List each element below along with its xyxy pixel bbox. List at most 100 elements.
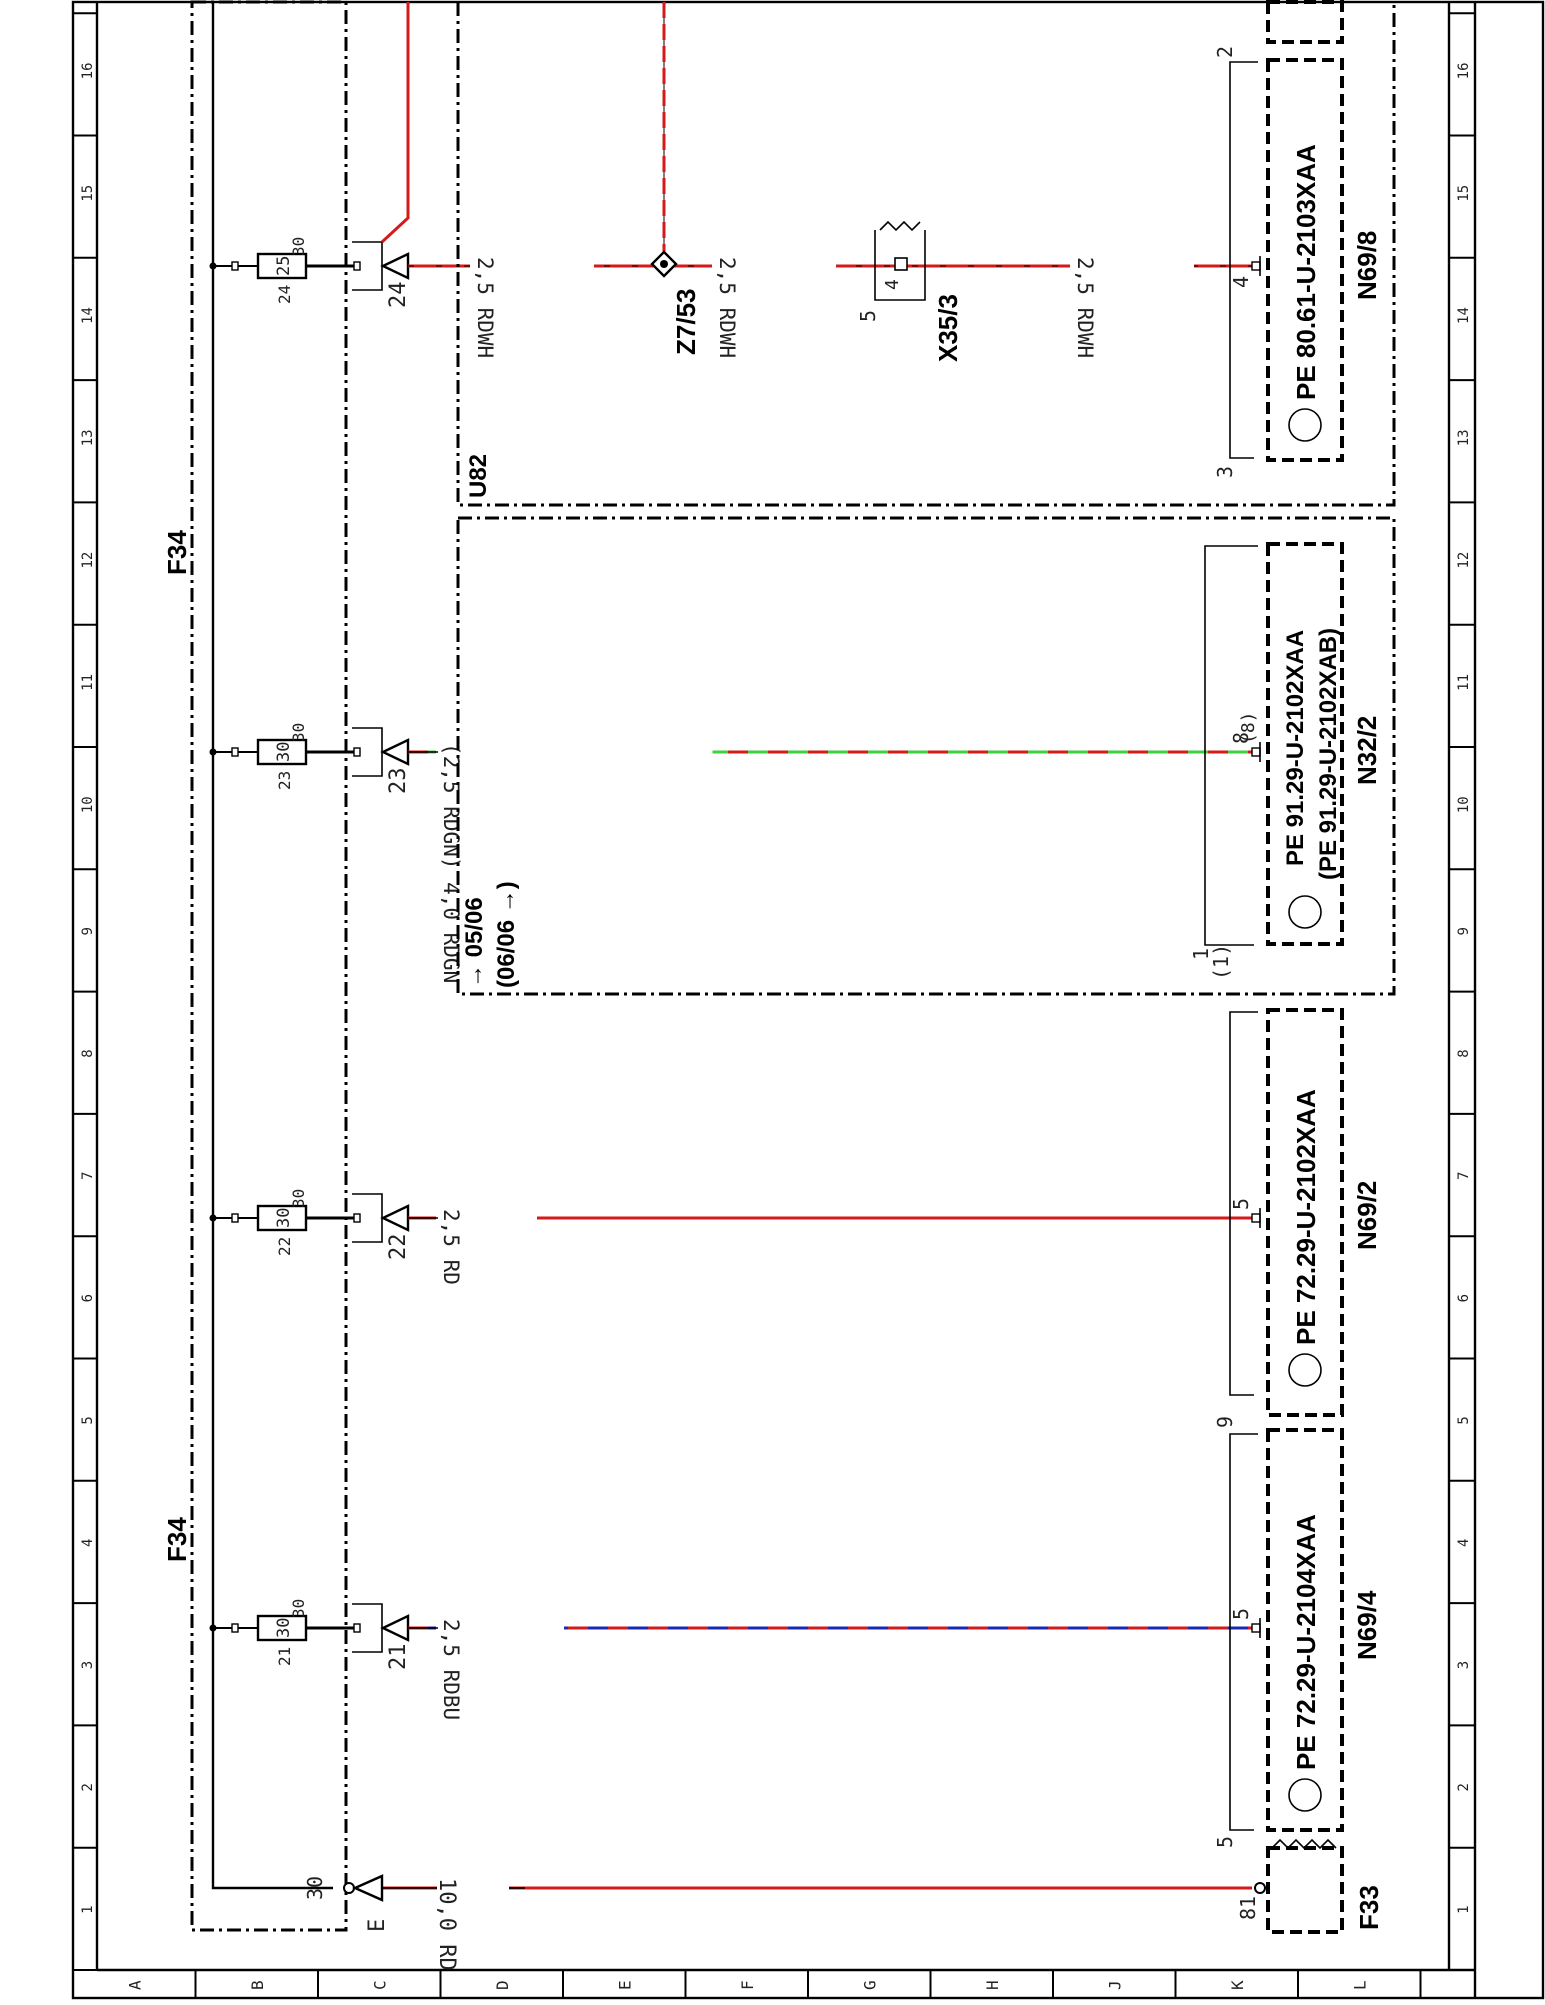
grid-row-label: E <box>615 1980 634 1990</box>
feed-terminal: 30 <box>303 1876 327 1900</box>
grid-column-label: 6 <box>1456 1294 1472 1302</box>
fuse-24-wire-label-wire_b: 2,5 RDWH <box>715 257 739 358</box>
fuse-24-wire-label-wire_c: 2,5 RDWH <box>1073 257 1097 358</box>
grid-column-label: 10 <box>1456 796 1472 813</box>
grid-column-label: 7 <box>1456 1172 1472 1180</box>
grid-column-label: 8 <box>80 1049 96 1057</box>
fuse-24-wire-label-wire_a: 2,5 RDWH <box>473 257 497 358</box>
grid-column-label: 11 <box>1456 674 1472 691</box>
grid-column-label: 13 <box>80 429 96 446</box>
splice-label: Z7/53 <box>671 289 701 356</box>
u82-label: U82 <box>465 454 492 498</box>
fuse-24-output: 24 <box>386 282 411 309</box>
fuse-21-device-pin: 5 <box>1229 1608 1253 1620</box>
feed-circuit: 10,0 RD 30 E 81 F33 <box>303 1838 1384 1971</box>
grid-row-label: K <box>1228 1980 1247 1990</box>
fuse-21-wire-label: 2,5 RDBU <box>439 1619 463 1720</box>
grid-column-label: 4 <box>80 1539 96 1547</box>
feed-letter: E <box>365 1919 390 1932</box>
grid-column-label: 10 <box>80 796 96 813</box>
n32-2-ref: PE 91.29-U-2102XAA <box>1282 630 1309 866</box>
grid-column-label: 1 <box>1456 1905 1472 1913</box>
grid-column-label: 14 <box>80 307 96 324</box>
feed-wire-label: 10,0 RD <box>434 1878 459 1971</box>
device-n69-8: 3 2 PE 80.61-U-2103XAA N69/8 <box>1213 0 1382 478</box>
grid-row-label: J <box>1105 1980 1124 1990</box>
grid-row-label: G <box>860 1980 879 1990</box>
n69-8-pin-bottom: 2 <box>1213 46 1237 58</box>
grid-ticks <box>72 12 1475 1998</box>
fuse-21-terminal: 30 <box>289 1599 308 1618</box>
fuse-23-rating: 30 <box>274 742 294 762</box>
fuse-22-wire-label: 2,5 RD <box>439 1209 463 1285</box>
fuse-24-device-pin: 4 <box>1229 276 1253 288</box>
grid-column-label: 9 <box>80 927 96 935</box>
grid-column-label: 3 <box>80 1661 96 1669</box>
fuse-21 <box>256 1614 308 1642</box>
n32-2-pin-top-alt: (1) <box>1209 944 1233 980</box>
grid-column-label: 14 <box>1456 307 1472 324</box>
grid-column-label: 3 <box>1456 1661 1472 1669</box>
grid-row-label: D <box>493 1980 512 1990</box>
fuse-22-device-pin: 5 <box>1229 1198 1253 1210</box>
feed-source-label: F33 <box>1354 1885 1384 1930</box>
fuse-21-output: 21 <box>386 1644 411 1671</box>
feed-source-pin: 81 <box>1236 1896 1260 1920</box>
n69-2-pin-top: 9 <box>1213 1416 1237 1428</box>
grid-column-label: 12 <box>1456 552 1472 569</box>
grid-column-label: 5 <box>1456 1416 1472 1424</box>
device-n32-2: 1 (1) PE 91.29-U-2102XAA (PE 91.29-U-210… <box>1189 542 1382 980</box>
grid-row-label: A <box>125 1980 144 1990</box>
fuse-block-label-top: F34 <box>162 530 192 575</box>
fuse-block-f34: F34 F34 <box>162 0 348 1932</box>
splice-z7-53: Z7/53 <box>650 2 701 356</box>
grid-column-label: 11 <box>80 674 96 691</box>
date-box: → 05/06 (06/06 →) <box>456 516 1396 996</box>
date-box-line2: (06/06 →) <box>493 881 520 988</box>
connector-x35-3: 4 5 X35/3 <box>856 220 963 362</box>
grid-column-label: 12 <box>80 552 96 569</box>
grid-row-label: B <box>248 1980 267 1990</box>
connector-pin-in: 4 <box>882 279 903 290</box>
connector-label: X35/3 <box>933 294 963 362</box>
grid-row-label: C <box>370 1980 389 1990</box>
n69-2-ref: PE 72.29-U-2102XAA <box>1291 1089 1321 1345</box>
n69-4-pin-top: 5 <box>1213 1836 1237 1848</box>
grid-column-label: 15 <box>1456 185 1472 202</box>
n69-4-ref: PE 72.29-U-2104XAA <box>1291 1514 1321 1770</box>
n69-8-pin-top: 3 <box>1213 466 1237 478</box>
connector-pin-side: 5 <box>856 310 880 322</box>
fuse-24-terminal: 30 <box>289 237 308 256</box>
u82-box: U82 <box>456 2 1396 507</box>
n69-2-name: N69/2 <box>1352 1181 1382 1250</box>
fuse-22 <box>256 1204 308 1232</box>
fuse-22-terminal: 30 <box>289 1189 308 1208</box>
grid-row-label: F <box>738 1980 757 1990</box>
grid-column-label: 2 <box>80 1783 96 1791</box>
grid-row-label: L <box>1350 1980 1369 1990</box>
n69-4-name: N69/4 <box>1352 1590 1382 1660</box>
date-box-line1: → 05/06 <box>461 897 488 988</box>
n69-8-ref: PE 80.61-U-2103XAA <box>1291 144 1321 400</box>
fuse-23-device-pin-alt: (8) <box>1238 711 1259 744</box>
grid-column-label: 1 <box>80 1905 96 1913</box>
fuse-22-output: 22 <box>386 1234 411 1261</box>
n32-2-pin-top: 1 <box>1189 948 1213 960</box>
n32-2-ref-alt: (PE 91.29-U-2102XAB) <box>1315 628 1342 880</box>
grid-column-label: 4 <box>1456 1539 1472 1547</box>
fuse-24-rating: 25 <box>274 256 294 276</box>
grid-row-label: H <box>983 1980 1002 1990</box>
n69-8-name: N69/8 <box>1352 231 1382 300</box>
fuse-24-number: 24 <box>275 285 294 304</box>
grid-column-label: 6 <box>80 1294 96 1302</box>
n32-2-name: N32/2 <box>1352 716 1382 785</box>
fuse-22-number: 22 <box>275 1237 294 1256</box>
